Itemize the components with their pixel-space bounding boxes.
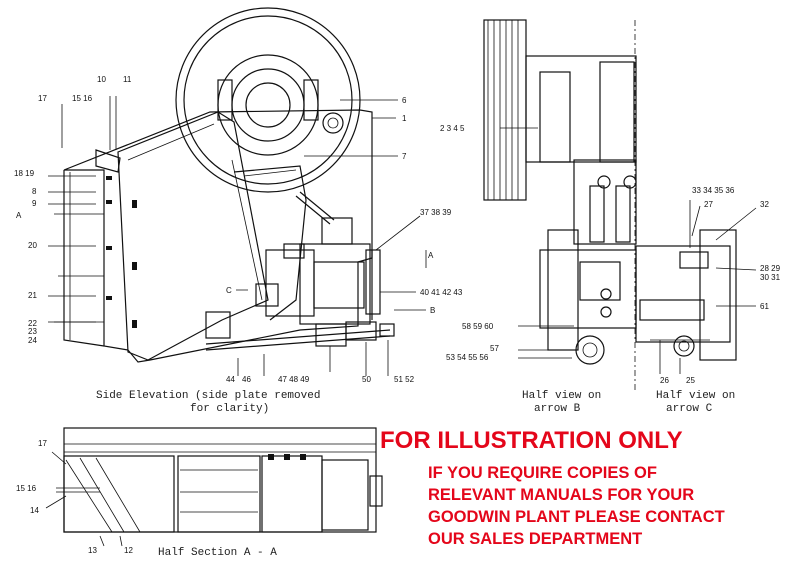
- part-label: 8: [32, 187, 37, 196]
- caption-half-view-c-sub: arrow C: [666, 403, 713, 415]
- bolt-markers: [106, 176, 137, 328]
- notice-line: IF YOU REQUIRE COPIES OF: [428, 464, 657, 482]
- notice-line: GOODWIN PLANT PLEASE CONTACT: [428, 508, 725, 526]
- part-label: 23: [28, 327, 37, 336]
- part-label: 11: [123, 75, 132, 84]
- part-label: A: [16, 211, 22, 220]
- part-label: 30 31: [760, 273, 781, 282]
- caption-half-view-c: Half view on: [656, 390, 735, 402]
- leader-lines: [48, 99, 427, 376]
- part-label: 57: [490, 344, 499, 353]
- part-label: 22: [28, 319, 37, 328]
- part-label: 61: [760, 302, 769, 311]
- caption-half-view-b: Half view on: [522, 390, 601, 402]
- caption-side-elevation-sub: for clarity): [190, 403, 269, 415]
- part-label: 33 34 35 36: [692, 186, 735, 195]
- part-label: 46: [242, 375, 251, 384]
- part-label: 17: [38, 94, 47, 103]
- notice-line: OUR SALES DEPARTMENT: [428, 530, 642, 548]
- part-label: 9: [32, 199, 37, 208]
- notice-line: RELEVANT MANUALS FOR YOUR: [428, 486, 694, 504]
- part-label: B: [430, 306, 435, 315]
- part-label: 12: [124, 546, 133, 555]
- part-label: 44: [226, 375, 235, 384]
- part-label: 20: [28, 241, 37, 250]
- half-views: [483, 19, 757, 390]
- part-label: 10: [97, 75, 106, 84]
- half-view-leaders: [500, 127, 757, 374]
- part-label: 50: [362, 375, 371, 384]
- view-captions: Side Elevation (side plate removed for c…: [96, 390, 735, 559]
- part-label: 7: [402, 152, 407, 161]
- illustration-notice: FOR ILLUSTRATION ONLY IF YOU REQUIRE COP…: [380, 427, 725, 548]
- part-label: 1: [402, 114, 407, 123]
- side-elevation-view: [48, 7, 427, 376]
- caption-half-view-b-sub: arrow B: [534, 403, 581, 415]
- part-label: 28 29: [760, 264, 781, 273]
- part-label: 21: [28, 291, 37, 300]
- part-label: 24: [28, 336, 37, 345]
- part-label: 15 16: [16, 484, 37, 493]
- part-label: 25: [686, 376, 695, 385]
- caption-side-elevation: Side Elevation (side plate removed: [96, 390, 320, 402]
- part-label: 26: [660, 376, 669, 385]
- part-label: 27: [704, 200, 713, 209]
- part-label: 58 59 60: [462, 322, 494, 331]
- part-label: 14: [30, 506, 39, 515]
- part-label: 6: [402, 96, 407, 105]
- notice-headline: FOR ILLUSTRATION ONLY: [380, 427, 683, 454]
- caption-half-section: Half Section A - A: [158, 547, 277, 559]
- part-label: 47 48 49: [278, 375, 310, 384]
- part-label: 13: [88, 546, 97, 555]
- part-label: 18 19: [14, 169, 35, 178]
- part-labels: 10 11 17 15 16 18 19 8 9 A 20 21 22 23 2…: [14, 75, 781, 555]
- part-label: 2 3 4 5: [440, 124, 465, 133]
- part-label: 51 52: [394, 375, 415, 384]
- part-label: 37 38 39: [420, 208, 452, 217]
- part-label: 17: [38, 439, 47, 448]
- part-label: 53 54 55 56: [446, 353, 489, 362]
- part-label: 15 16: [72, 94, 93, 103]
- part-label: 40 41 42 43: [420, 288, 463, 297]
- half-section-view: [45, 427, 383, 547]
- part-label: A: [428, 251, 434, 260]
- part-label: C: [226, 286, 232, 295]
- part-label: 32: [760, 200, 769, 209]
